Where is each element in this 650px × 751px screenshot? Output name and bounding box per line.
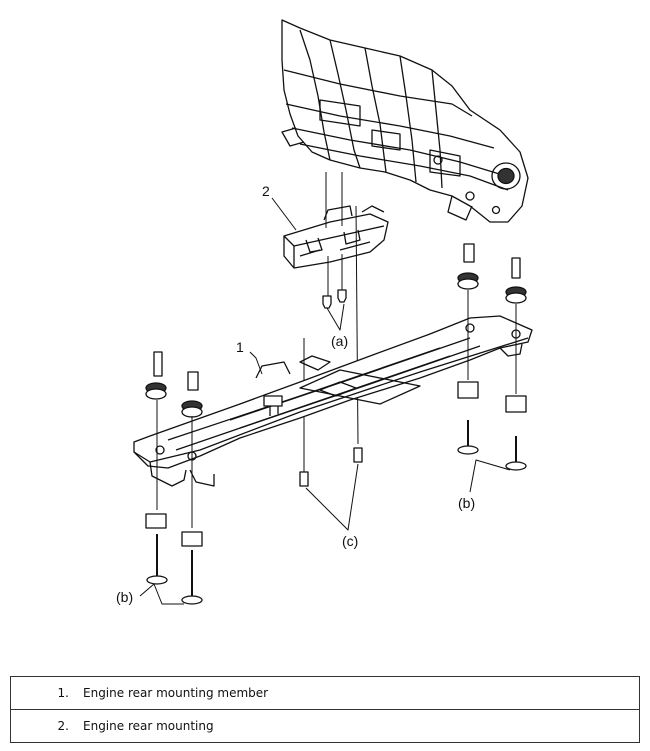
legend-row: 1. Engine rear mounting member [10,676,640,710]
callout-c: (c) [342,533,358,549]
engine-rear-mounting-member [133,315,533,487]
callout-1: 1 [236,339,244,355]
legend-row: 2. Engine rear mounting [11,710,640,743]
legend-label: Engine rear mounting [83,719,214,733]
callout-2: 2 [262,183,270,199]
callout-a: (a) [331,333,348,349]
callout-b-right: (b) [458,495,475,511]
legend-number: 2. [57,719,69,733]
callout-b-left: (b) [116,589,133,605]
right-bushings [457,243,527,493]
transmission [281,19,529,223]
exploded-diagram: 1 2 (a) (b) (b) (c) [116,19,533,605]
callout-leaders [249,197,297,375]
engine-rear-mounting [283,205,389,269]
mount-leaders [303,172,359,472]
parts-legend: 1. Engine rear mounting member 2. Engine… [10,676,640,743]
bolts-a [322,289,347,331]
legend-number: 1. [10,676,83,710]
legend-label: Engine rear mounting member [83,676,640,710]
bolts-c [299,447,363,531]
left-bushings [139,351,203,605]
